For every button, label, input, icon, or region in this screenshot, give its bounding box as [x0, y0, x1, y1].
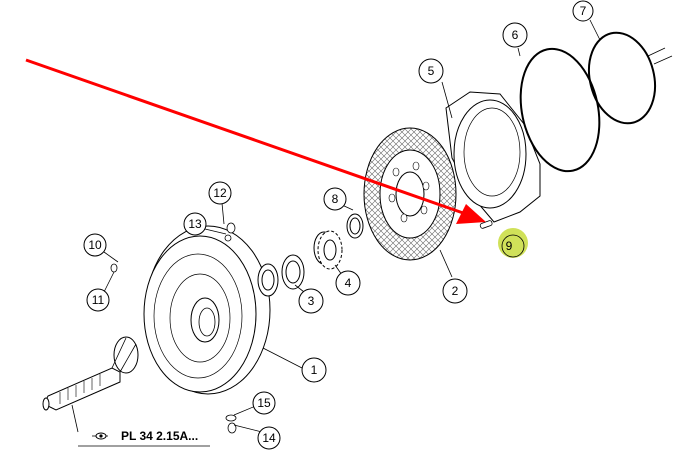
svg-text:11: 11 [92, 293, 105, 307]
svg-text:8: 8 [332, 192, 339, 206]
reference-label[interactable]: PL 34 2.15A... [78, 429, 210, 447]
callout-10: 10 [83, 233, 107, 257]
svg-text:13: 13 [188, 217, 202, 231]
callout-7: 7 [572, 0, 594, 22]
svg-text:12: 12 [213, 186, 227, 200]
part-4-hub [313, 230, 343, 270]
callout-5: 5 [418, 58, 444, 84]
fasteners [110, 220, 493, 434]
input-shaft [42, 336, 139, 411]
callout-9: 9 [501, 234, 525, 258]
part-1-flywheel [143, 225, 271, 395]
part-8-ring [346, 213, 364, 239]
part-3-washers [257, 254, 305, 297]
red-pointer-arrow [25, 58, 486, 224]
svg-text:5: 5 [428, 64, 435, 78]
part-5-pressure-plate [445, 91, 541, 223]
callout-2: 2 [442, 278, 468, 304]
part-7-o-ring [588, 31, 656, 125]
callout-6: 6 [502, 22, 528, 48]
callout-1: 1 [301, 357, 327, 383]
callout-15: 15 [252, 391, 276, 415]
svg-text:2: 2 [452, 284, 459, 298]
callout-4: 4 [335, 270, 361, 296]
svg-text:14: 14 [262, 431, 276, 445]
callout-12: 12 [208, 181, 232, 205]
part-9-highlight [498, 228, 528, 258]
callout-8: 8 [323, 187, 347, 211]
svg-text:7: 7 [580, 4, 587, 18]
callout-3: 3 [298, 288, 324, 314]
leader-lines [71, 19, 673, 437]
svg-text:10: 10 [88, 238, 102, 252]
eye-icon [95, 432, 107, 440]
svg-text:9: 9 [506, 239, 513, 253]
svg-text:15: 15 [257, 396, 271, 410]
svg-text:6: 6 [512, 28, 519, 42]
callout-14: 14 [257, 426, 281, 450]
reference-text: PL 34 2.15A... [121, 429, 198, 443]
svg-text:1: 1 [311, 363, 318, 377]
callout-11: 11 [86, 288, 110, 312]
svg-text:3: 3 [308, 294, 315, 308]
callout-13: 13 [183, 212, 207, 236]
svg-text:4: 4 [345, 276, 352, 290]
